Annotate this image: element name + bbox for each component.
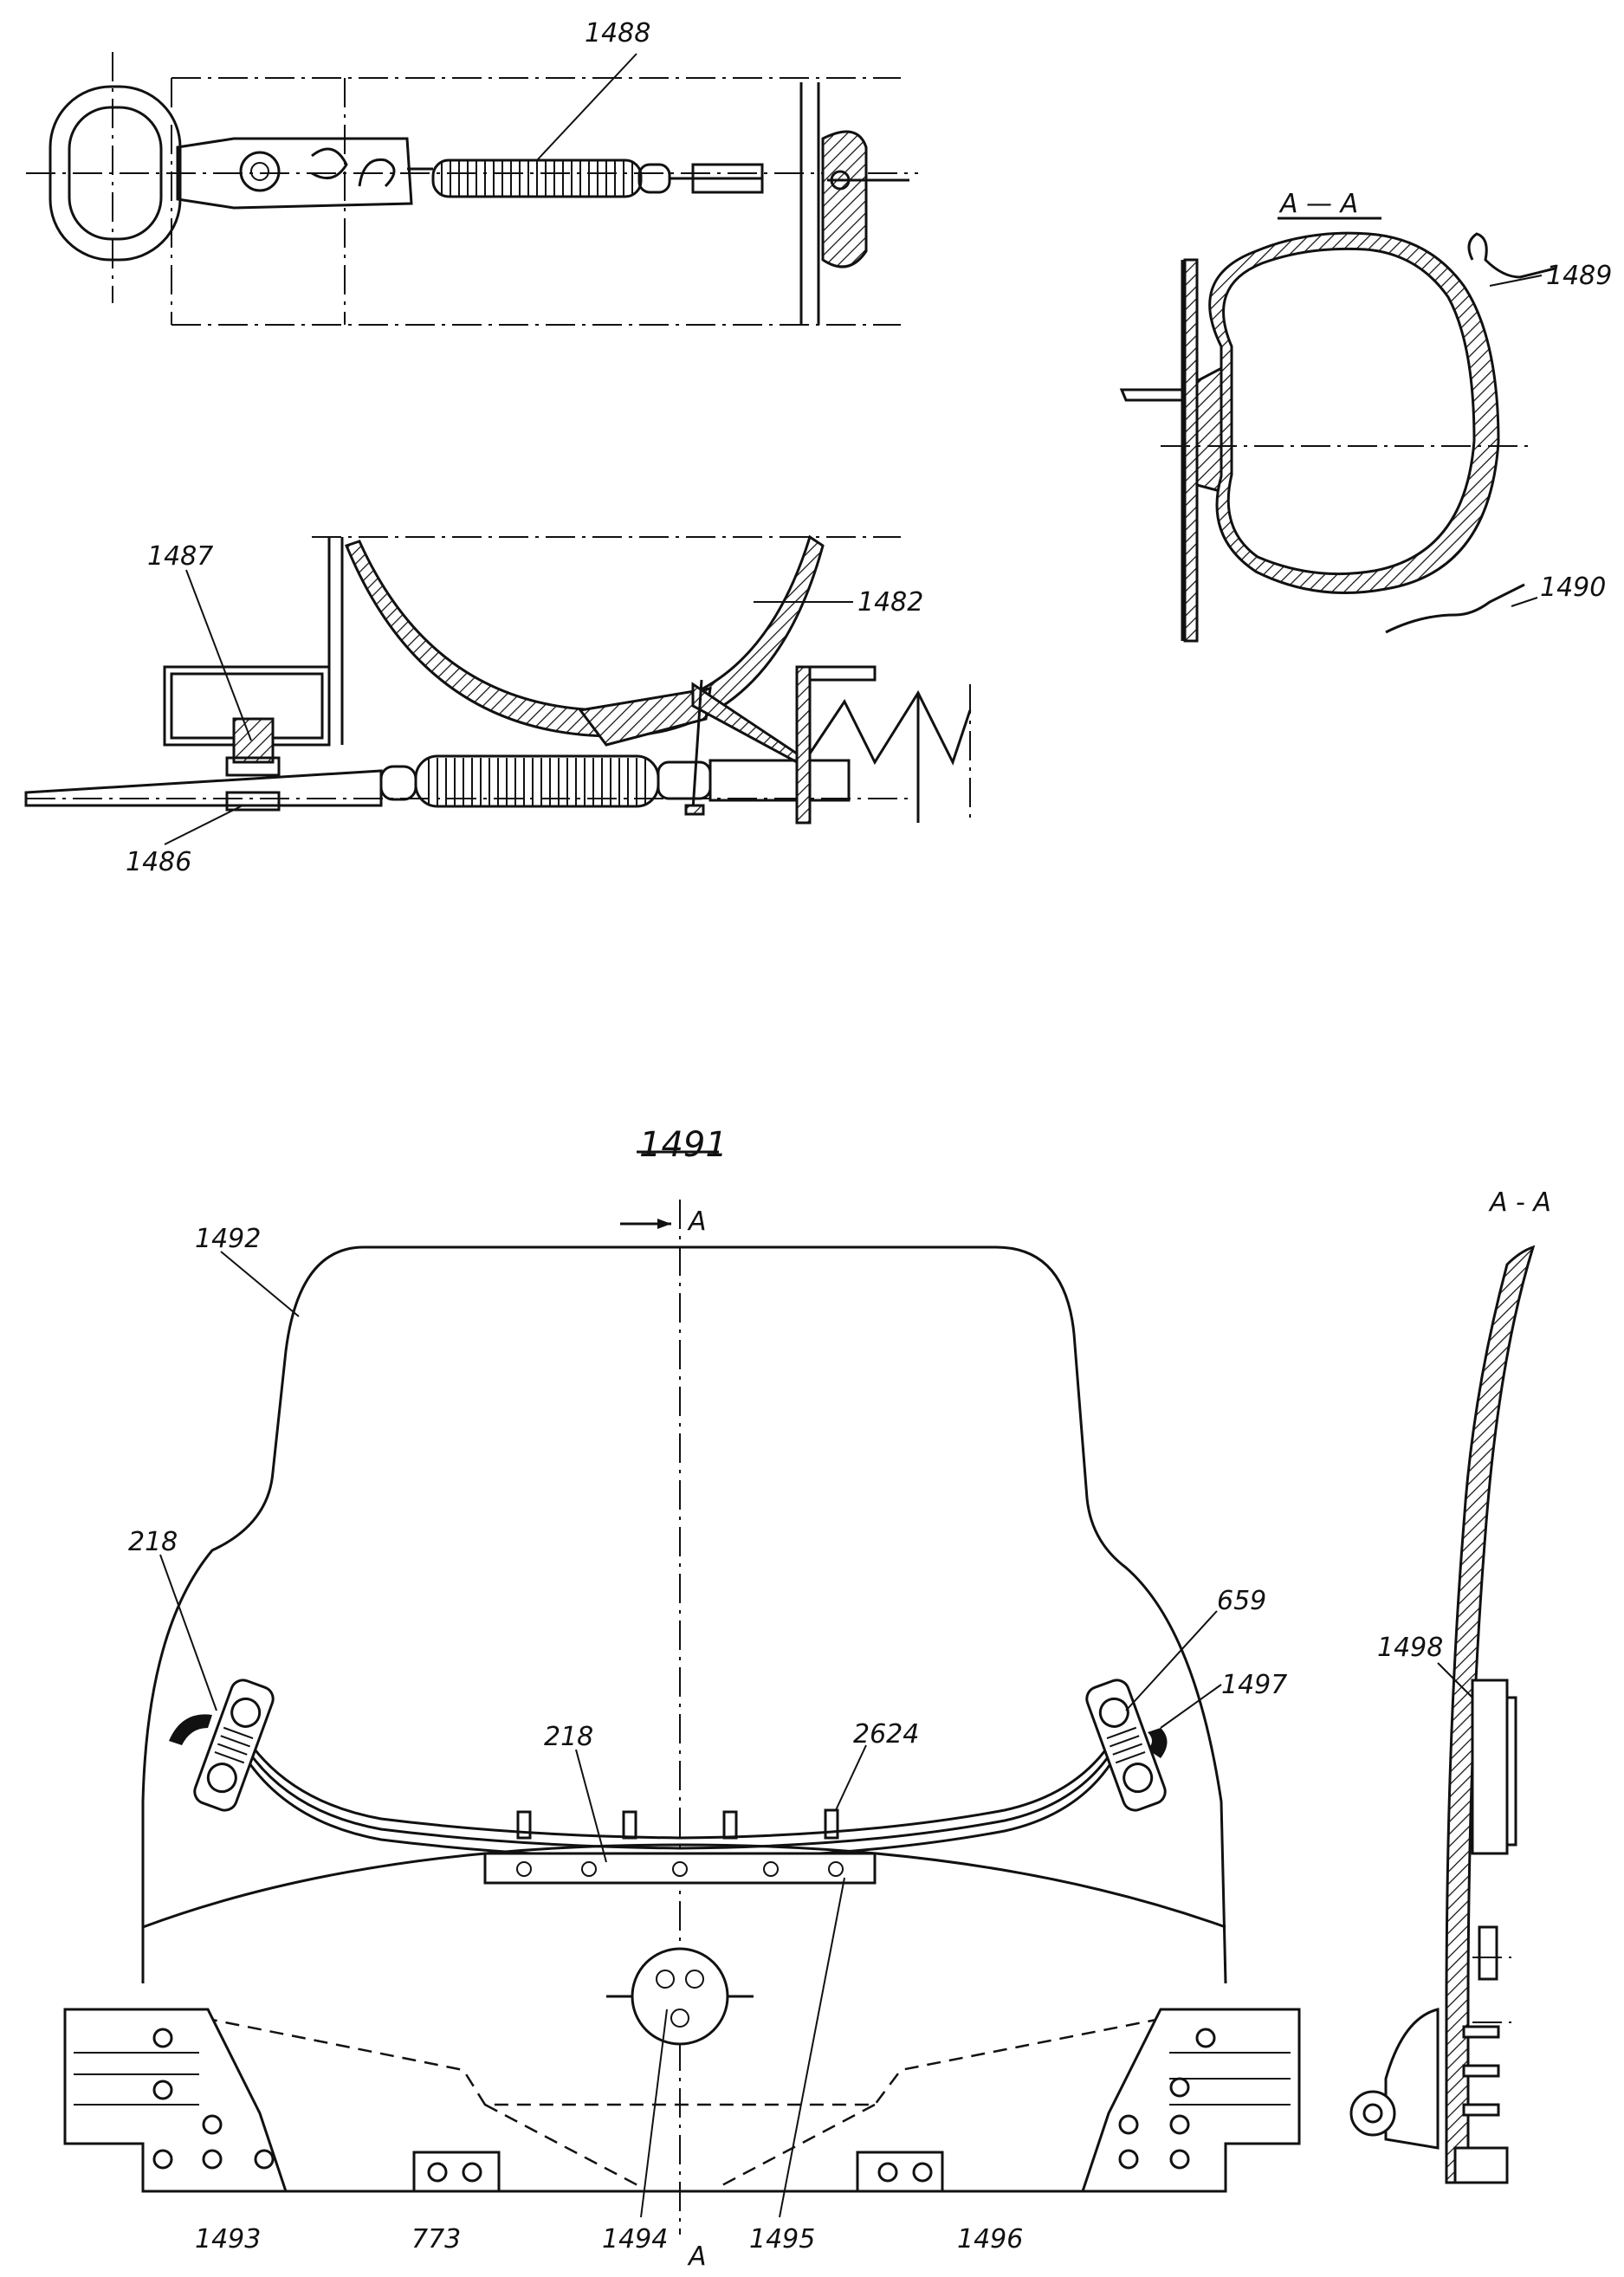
small-bracket-right [856,2151,944,2193]
label-1497: 1497 [1221,1670,1287,1700]
label-2624: 2624 [853,1719,919,1750]
label-1493: 1493 [195,2224,261,2254]
cut-marker-top: A [687,1206,707,1237]
label-218-center: 218 [544,1722,593,1752]
handle-ring [49,85,182,262]
right-base-bracket [1080,2008,1301,2193]
cut-marker-bottom: A [687,2241,707,2272]
label-1498: 1498 [1377,1633,1443,1663]
pivot-disc [631,1947,729,2046]
section-title-top: A — A [1278,189,1358,219]
small-bracket-left [412,2151,501,2193]
label-1487: 1487 [147,541,213,572]
label-1494: 1494 [602,2224,668,2254]
label-1490: 1490 [1540,572,1606,603]
label-1495: 1495 [749,2224,815,2254]
spring-latch-side-view [24,534,972,825]
label-1486: 1486 [126,847,191,877]
label-218-left: 218 [128,1527,178,1557]
left-base-bracket [63,2008,288,2193]
label-1492: 1492 [195,1224,261,1254]
seat-back-outline [141,1245,1227,1984]
label-1496: 1496 [957,2224,1023,2254]
label-1482: 1482 [857,587,923,618]
handle-section-aa [1119,217,1556,643]
label-1488: 1488 [585,18,650,49]
callout-labels: 1488 A — A 1489 1490 1487 1482 1486 1491… [126,18,1612,2272]
leader-lines [159,53,1543,2218]
seat-side-section-aa [1349,1245,1536,2184]
right-spring-clamp [1085,1679,1167,1812]
label-773: 773 [411,2224,461,2254]
left-spring-clamp [193,1679,275,1812]
mounting-strip [483,1852,877,1885]
label-659: 659 [1217,1586,1266,1616]
label-1489: 1489 [1546,261,1612,291]
figure-title: 1491 [639,1125,728,1165]
section-title-side: A - A [1488,1187,1551,1218]
spring-latch-plan-view [26,52,918,326]
seat-front-view [63,1150,1301,2235]
